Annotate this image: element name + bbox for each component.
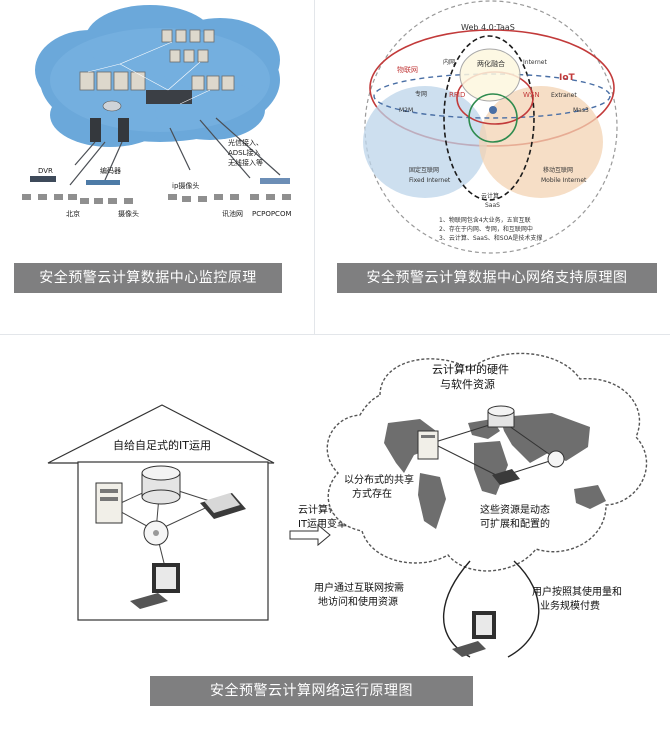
xunchi-label: 讯池网 xyxy=(222,209,243,218)
extranet-label: Extranet xyxy=(551,92,577,99)
access-left-text-1: 用户通过互联网按需 xyxy=(314,581,404,594)
change-arrow xyxy=(289,523,331,547)
access-right-text-2: 业务规模付费 xyxy=(540,599,600,612)
lianghua-label: 两化融合 xyxy=(477,59,505,68)
yunjisuan-label: 云计算 xyxy=(481,192,499,200)
ip-camera-label: ip摄像头 xyxy=(172,181,199,190)
saas-label: SaaS xyxy=(485,202,500,209)
note-2: 2、存在于内网、专网，和互联网中 xyxy=(439,225,533,233)
beijing-label: 北京 xyxy=(66,209,80,218)
distributed-text-1: 以分布式的共享 xyxy=(344,473,414,486)
operation-panel: 自给自足式的IT运用 云计算带来的 IT运用变革 xyxy=(0,335,670,729)
dvr-label: DVR xyxy=(38,167,53,175)
cloud-title-2: 与软件资源 xyxy=(440,377,495,391)
router-box xyxy=(260,178,290,184)
iot-label: IoT xyxy=(559,73,576,83)
dvr-box xyxy=(30,176,56,182)
house-database-icon xyxy=(141,465,181,505)
house-computer-icon xyxy=(130,563,180,609)
internet-label: Internet xyxy=(523,59,547,66)
m2m-left-label: M2M xyxy=(399,107,413,114)
rfid-label: RFID xyxy=(449,91,465,99)
monitor-caption: 安全预警云计算数据中心监控原理 xyxy=(14,263,282,293)
horizontal-divider xyxy=(0,334,670,335)
user-computer-icon xyxy=(452,611,496,657)
pcpop-label: PCPOPCOM xyxy=(252,210,292,218)
network-diagram: Web 4.0:TaaS IoT 物联网 内网 两化融合 Internet 专网… xyxy=(363,0,618,254)
note-1: 1、物联网包含4大业务，五官互联 xyxy=(439,216,531,224)
house-server-icon xyxy=(95,482,123,524)
house-roof xyxy=(47,404,275,464)
network-panel: Web 4.0:TaaS IoT 物联网 内网 两化融合 Internet 专网… xyxy=(315,0,670,334)
monitor-panel: 光信接入、 ADSL接入 无线接入等 DVR 编码器 ip摄像头 北京 摄像头 … xyxy=(0,0,314,334)
camera-icons xyxy=(22,194,291,204)
server-racks xyxy=(79,29,235,91)
mobile-label: 移动互联网 xyxy=(543,166,573,174)
operation-diagram: 自给自足式的IT运用 云计算带来的 IT运用变革 xyxy=(47,352,648,658)
wulianwang-label: 物联网 xyxy=(397,65,418,74)
change-text-2: IT运用变革 xyxy=(298,517,347,530)
wsn-label: WSN xyxy=(523,91,540,99)
access-text-3: 无线接入等 xyxy=(228,158,263,167)
cloud-router-icon xyxy=(492,469,520,485)
switch-panel xyxy=(146,90,192,104)
network-caption: 安全预警云计算数据中心网络支持原理图 xyxy=(337,263,657,293)
mobile-internet-label: Mobile Internet xyxy=(541,177,587,184)
cloud-server-icon xyxy=(417,430,439,460)
camera-label: 摄像头 xyxy=(118,209,139,218)
cloud-disc-icon xyxy=(547,450,565,468)
note-3: 3、云计算、SaaS、和SOA是技术支撑 xyxy=(439,234,542,242)
fixed-internet-label: Fixed Internet xyxy=(409,177,451,184)
encoder-box xyxy=(86,180,120,185)
vertical-divider xyxy=(314,0,315,334)
guding-label: 固定互联网 xyxy=(409,166,439,174)
m2m-right-label: Mas3 xyxy=(573,107,589,114)
access-text-1: 光信接入、 xyxy=(228,138,263,147)
right-access-arc xyxy=(507,560,540,658)
neiwang-label: 内网 xyxy=(443,58,455,66)
monitor-diagram: 光信接入、 ADSL接入 无线接入等 DVR 编码器 ip摄像头 北京 摄像头 … xyxy=(22,5,292,218)
dynamic-text-2: 可扩展和配置的 xyxy=(480,517,550,530)
operation-caption: 安全预警云计算网络运行原理图 xyxy=(150,676,473,706)
cloud-towers xyxy=(90,100,129,142)
web-label: Web 4.0:TaaS xyxy=(461,23,515,32)
distributed-text-2: 方式存在 xyxy=(352,487,392,500)
zhuanwang-label: 专网 xyxy=(415,90,427,98)
dynamic-text-1: 这些资源是动态 xyxy=(480,503,550,516)
house-router-icon xyxy=(200,493,246,519)
left-access-arc xyxy=(443,560,471,658)
cloud-title-1: 云计算中的硬件 xyxy=(432,362,509,376)
house-title: 自给自足式的IT运用 xyxy=(113,438,211,452)
access-right-text-1: 用户按照其使用量和 xyxy=(532,585,622,598)
access-left-text-2: 地访问和使用资源 xyxy=(318,595,398,608)
access-text-2: ADSL接入 xyxy=(228,148,261,157)
encoder-label: 编码器 xyxy=(100,166,121,175)
cloud-database-icon xyxy=(487,405,515,428)
